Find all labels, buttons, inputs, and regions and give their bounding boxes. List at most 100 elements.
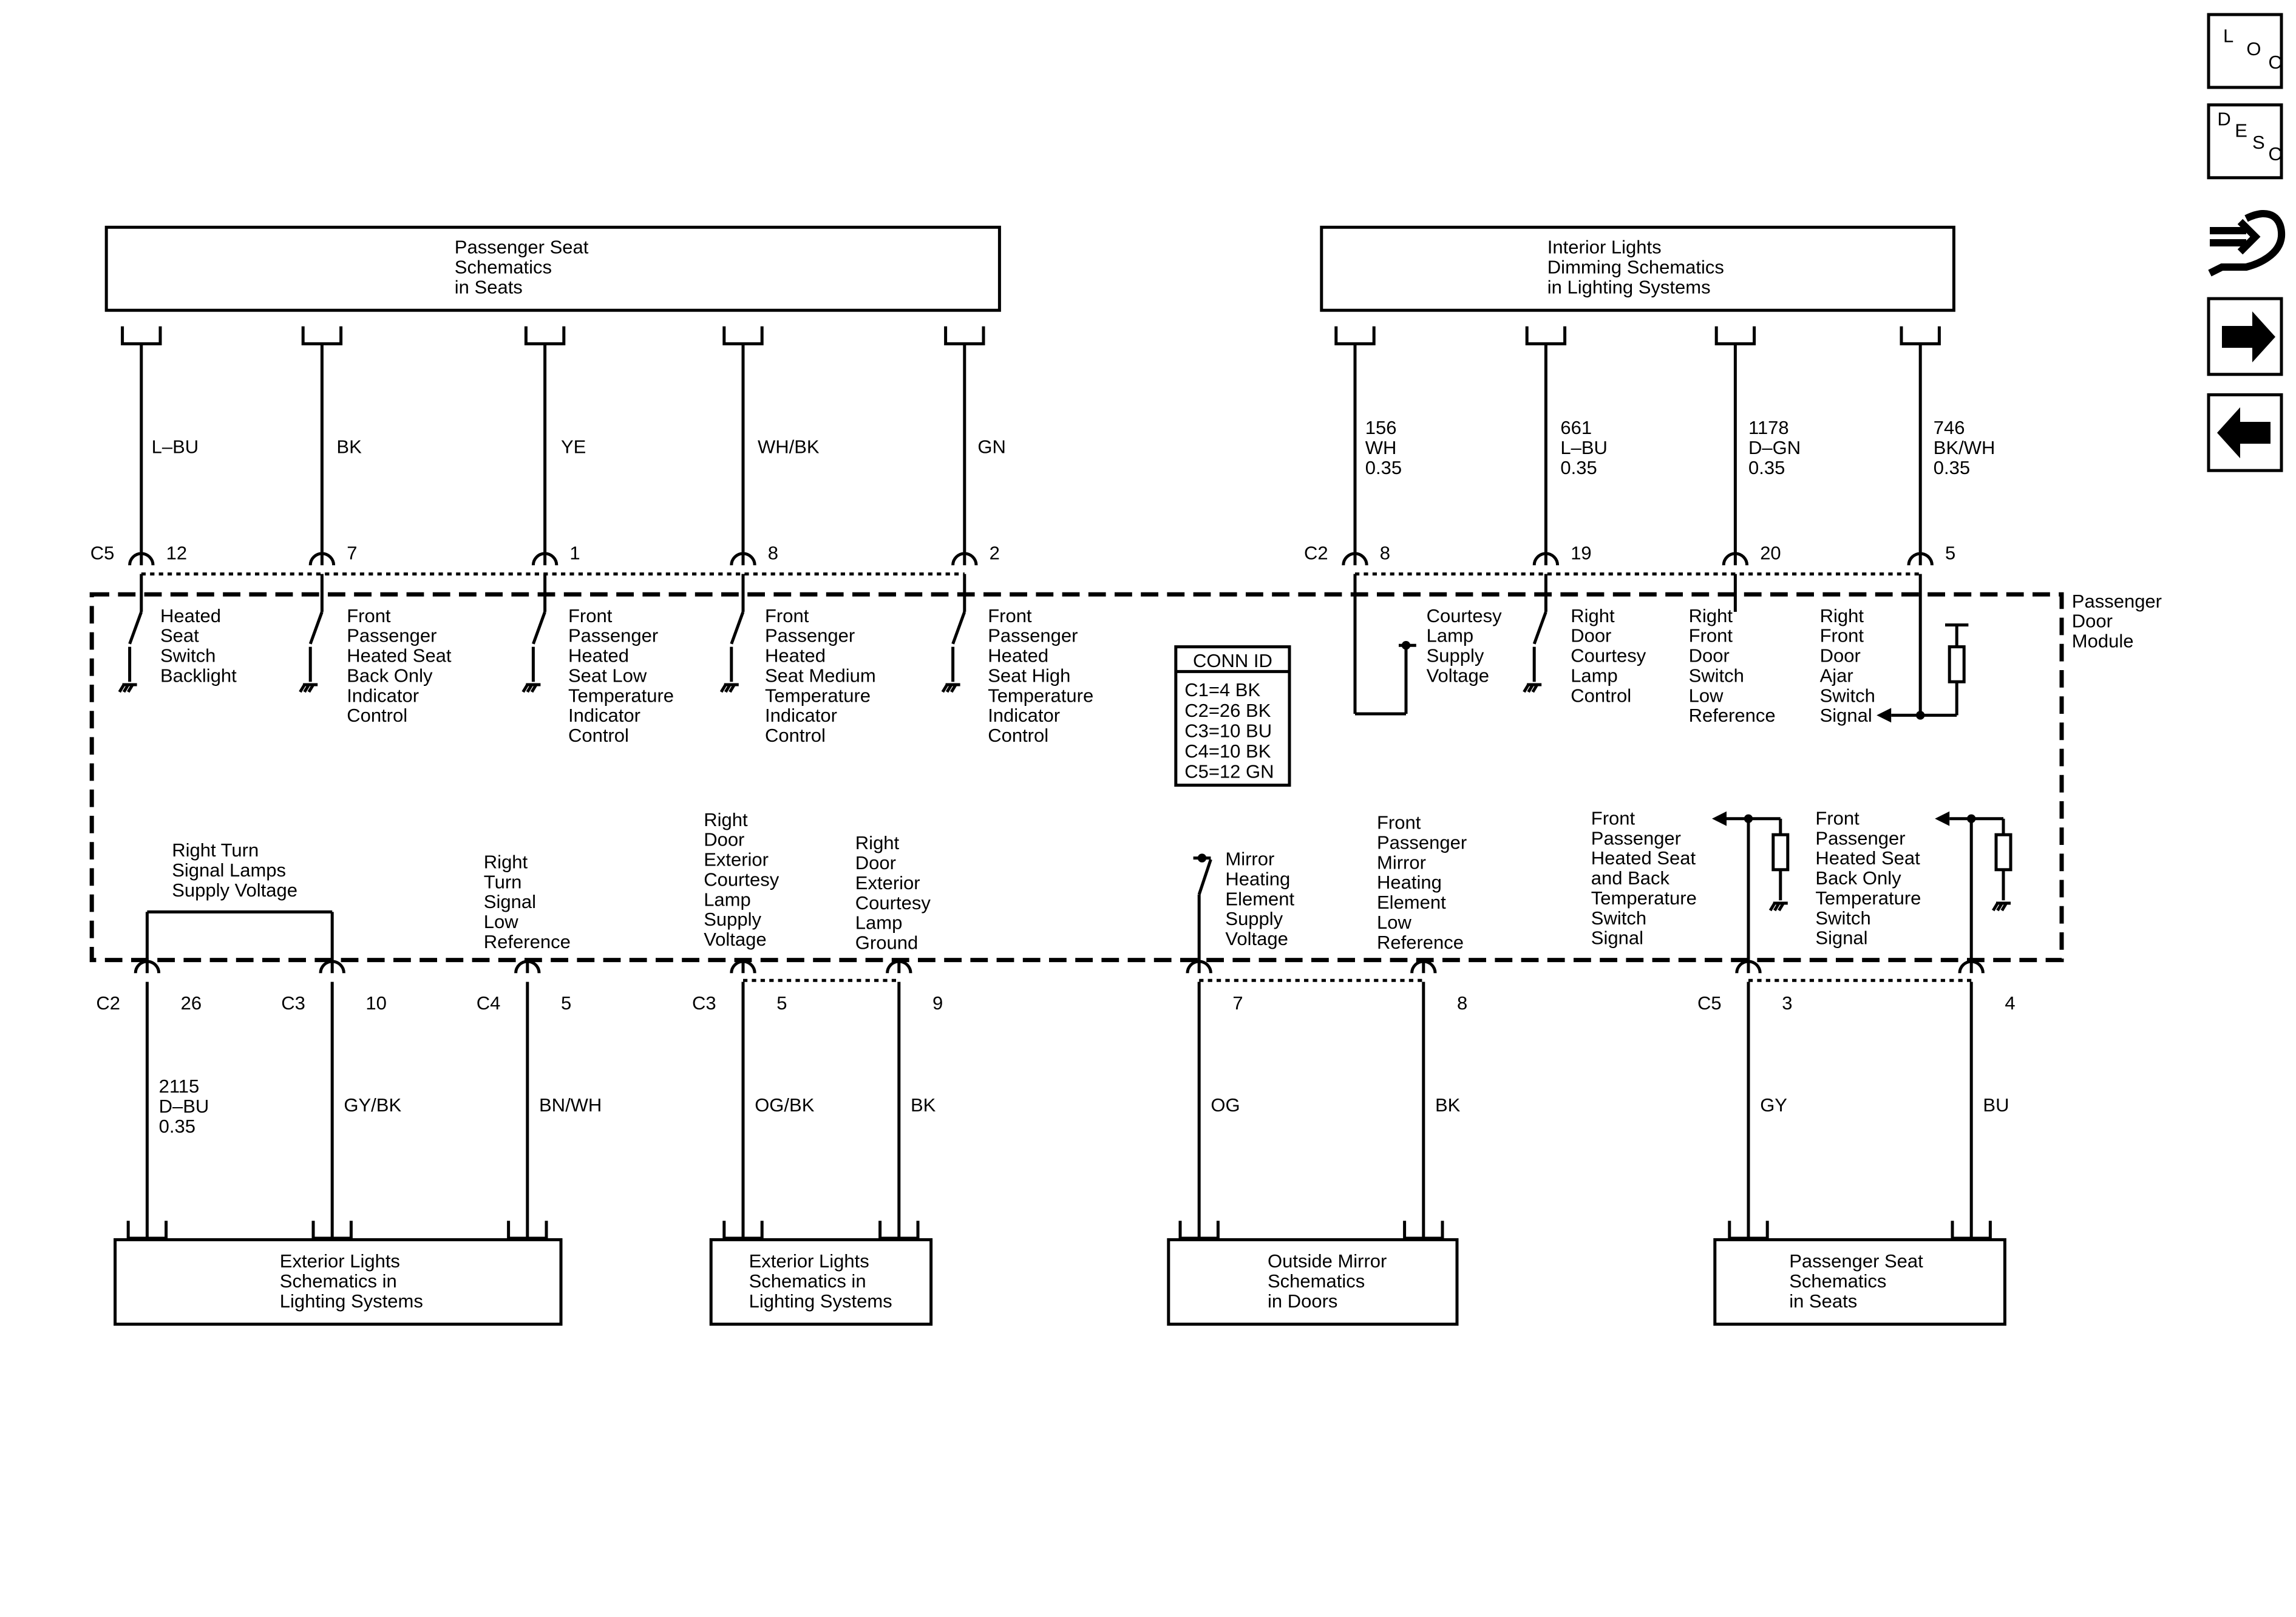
- box-label-line: Passenger Seat: [1789, 1250, 1923, 1272]
- function-label-line: Heated: [160, 605, 221, 626]
- back-button-frame: [2207, 393, 2283, 472]
- wire-color-label: L–BU: [152, 436, 199, 457]
- function-label-line: Signal Lamps: [172, 859, 286, 881]
- function-label-line: Exterior: [704, 849, 769, 870]
- function-label-line: Door: [855, 852, 896, 873]
- box-label-line: Schematics: [1268, 1270, 1365, 1292]
- function-label-line: Switch: [1689, 665, 1744, 686]
- function-label-line: Heated: [988, 645, 1048, 666]
- tools-icon[interactable]: [2208, 209, 2286, 277]
- connector-id: C5: [90, 543, 115, 564]
- function-label-line: Front: [1689, 625, 1733, 646]
- function-label-line: Passenger: [1591, 827, 1681, 849]
- arrow-head: [1877, 708, 1892, 723]
- function-label-line: Control: [988, 725, 1048, 746]
- function-label-line: Indicator: [765, 705, 837, 726]
- terminal: [301, 326, 343, 345]
- wire: [307, 683, 315, 693]
- function-label-line: Front: [568, 605, 613, 626]
- forward-button[interactable]: [2207, 297, 2283, 376]
- wire-color-label: WH/BK: [758, 436, 820, 457]
- wire-color-label-line: BK: [911, 1094, 936, 1116]
- terminal: [944, 326, 985, 345]
- pin-number: 20: [1760, 543, 1781, 564]
- resistor: [1994, 833, 2012, 872]
- wire: [532, 611, 546, 645]
- pin-number: 5: [561, 992, 571, 1014]
- pin-number: 3: [1782, 992, 1792, 1014]
- function-label-line: Ajar: [1820, 665, 1853, 686]
- wire-color-label-line: L–BU: [1560, 437, 1608, 458]
- module-label-line: Door: [2072, 611, 2113, 632]
- terminal: [1525, 326, 1567, 345]
- resistor: [1948, 645, 1966, 683]
- function-label-line: Reference: [1377, 932, 1464, 953]
- function-label-line: Door: [704, 829, 744, 850]
- wire-color-label-line: 0.35: [1560, 457, 1597, 478]
- function-label-line: and Back: [1591, 867, 1670, 889]
- wire-color-label-line: GN: [977, 436, 1006, 457]
- function-label-line: Indicator: [347, 685, 419, 706]
- loc-button[interactable]: LOC: [2207, 13, 2283, 89]
- function-label-line: Backlight: [160, 665, 237, 686]
- function-label-line: Indicator: [988, 705, 1060, 726]
- ground-symbol: [1768, 901, 1788, 912]
- box-label-line: Schematics: [1789, 1270, 1886, 1292]
- wire: [1531, 683, 1539, 693]
- function-label-line: Heated: [568, 645, 629, 666]
- back-button[interactable]: [2207, 393, 2283, 472]
- connector-id: C5: [1697, 992, 1722, 1014]
- function-label-line: Courtesy: [704, 869, 779, 890]
- wire-color-label-line: 1178: [1748, 417, 1789, 438]
- wire: [1992, 902, 1999, 912]
- wire-color-label-line: 156: [1365, 417, 1397, 438]
- wire-color-label-line: BK: [336, 436, 362, 457]
- function-label-line: Switch: [1820, 685, 1875, 706]
- pin-number: 26: [181, 992, 202, 1014]
- pin-number: 8: [1380, 543, 1390, 564]
- wire-color-label-line: 0.35: [1934, 457, 1970, 478]
- pin-cup: [951, 552, 978, 566]
- function-label-line: Seat: [160, 625, 199, 646]
- function-label-line: Door: [1820, 645, 1861, 666]
- function-label-line: Control: [568, 725, 629, 746]
- temp-sensor-back-only: [1935, 811, 2012, 960]
- loc-button-frame: [2207, 13, 2283, 89]
- function-label-line: Element: [1225, 888, 1294, 909]
- wire: [308, 611, 324, 645]
- wire-color-label-line: 746: [1934, 417, 1965, 438]
- connector-id: C3: [692, 992, 716, 1014]
- function-label-line: Heated Seat: [1591, 847, 1696, 869]
- function-label-line: Control: [765, 725, 826, 746]
- function-label-line: Passenger: [347, 625, 436, 646]
- wire-color-label-line: YE: [561, 436, 586, 457]
- wire-color-label: BK: [336, 436, 362, 457]
- function-label-line: Ground: [855, 932, 918, 954]
- function-label-line: Front: [1815, 807, 1860, 829]
- box-top-left-label-line: Passenger Seat: [455, 237, 589, 258]
- box-label-line: in Doors: [1268, 1290, 1337, 1312]
- function-label-line: Heated Seat: [1815, 847, 1920, 869]
- box-label-line: Lighting Systems: [280, 1290, 423, 1312]
- function-label-line: Seat Low: [568, 665, 647, 686]
- ground-symbol: [1523, 683, 1542, 693]
- function-label-line: Temperature: [568, 685, 674, 706]
- terminal: [524, 326, 566, 345]
- wire: [122, 683, 130, 693]
